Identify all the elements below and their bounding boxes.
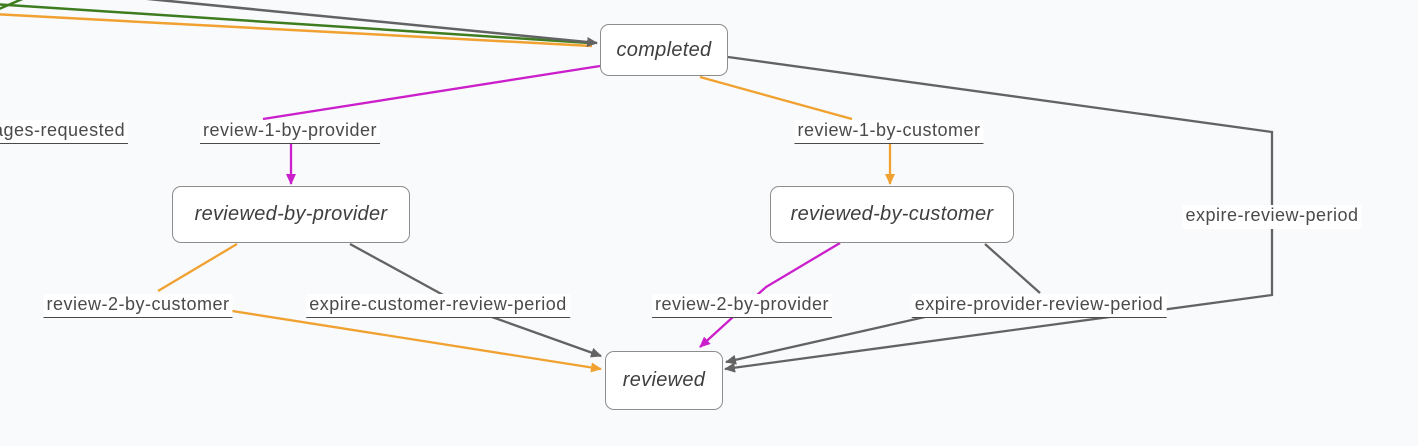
label-transition-expire-customer-review-period[interactable]: expire-customer-review-period: [306, 294, 570, 318]
edge-review-2-by-provider: [699, 242, 841, 348]
state-node-completed: completed: [600, 24, 728, 76]
edge-into-completed-gray: [145, 0, 598, 47]
label-transition-review-1-by-provider[interactable]: review-1-by-provider: [199, 120, 381, 144]
edge-expire-customer-review-period-seg2: [477, 310, 602, 358]
edge-into-completed-green-1: [0, 3, 591, 45]
state-node-reviewed: reviewed: [605, 351, 723, 410]
edge-expire-provider-review-period-seg1: [984, 243, 1041, 294]
label-transition-expire-review-period: expire-review-period: [1182, 205, 1362, 229]
label-transition-review-2-by-customer[interactable]: review-2-by-customer: [43, 294, 233, 318]
state-node-reviewed-by-provider: reviewed-by-provider: [172, 186, 410, 243]
edge-into-completed-green-2: [0, 0, 24, 10]
label-transition-expire-provider-review-period[interactable]: expire-provider-review-period: [911, 294, 1167, 318]
label-transition-review-1-by-customer[interactable]: review-1-by-customer: [794, 120, 984, 144]
label-transition-review-2-by-provider[interactable]: review-2-by-provider: [651, 294, 833, 318]
edge-review-1-by-customer-seg1: [699, 75, 853, 121]
edge-expire-customer-review-period-seg1: [349, 242, 446, 298]
edge-review-2-by-customer-seg1: [157, 243, 238, 292]
edge-into-completed-orange: [0, 13, 593, 48]
edge-review-2-by-customer-seg2: [225, 308, 602, 373]
edge-expire-provider-review-period-seg2: [725, 310, 948, 365]
state-node-reviewed-by-customer: reviewed-by-customer: [770, 186, 1014, 243]
edge-review-1-by-provider-seg1: [262, 64, 601, 121]
label-transition-ages-requested[interactable]: ages-requested: [0, 120, 129, 144]
